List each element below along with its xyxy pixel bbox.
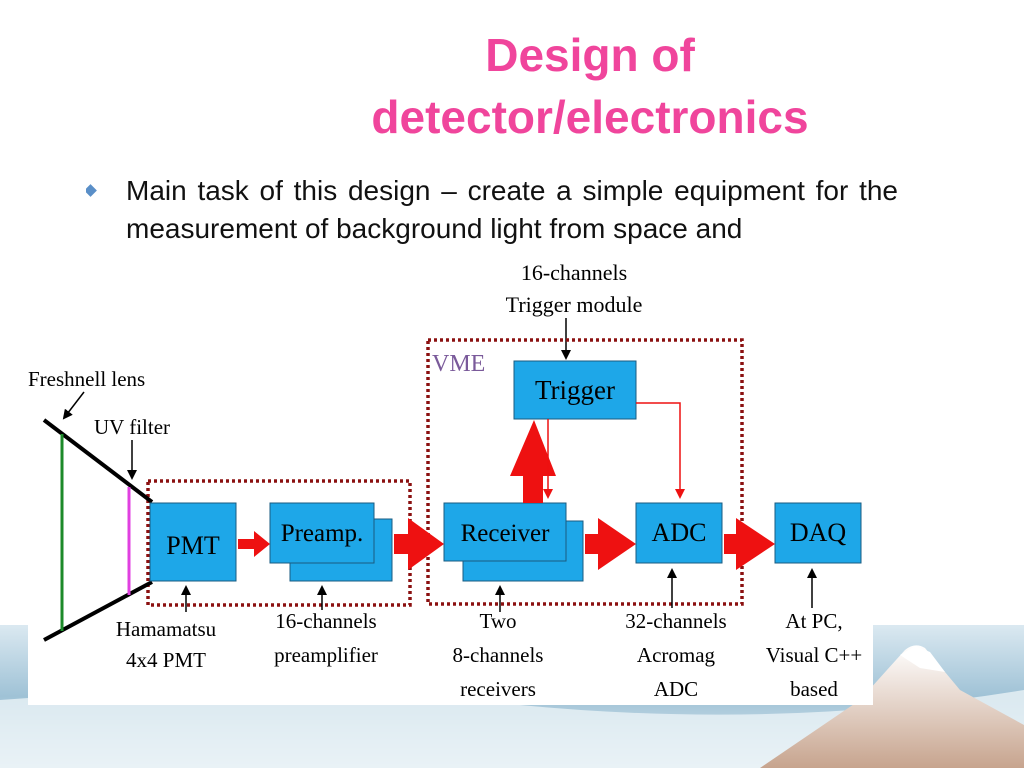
daq-caption-line-3: based <box>790 677 838 701</box>
adc-caption-line-1: 32-channels <box>625 609 726 633</box>
adc-box-label: ADC <box>652 518 707 547</box>
daq-caption-line-1: At PC, <box>785 609 842 633</box>
arrow-preamp-to-receiver <box>394 518 444 570</box>
trigger-box-label: Trigger <box>535 375 615 405</box>
arrow-receiver-to-adc <box>585 518 636 570</box>
preamp-box-label: Preamp. <box>281 520 364 547</box>
pmt-box-label: PMT <box>166 531 220 560</box>
trigger-module-label-2: Trigger module <box>506 292 643 317</box>
arrow-receiver-to-trigger <box>510 420 556 503</box>
mountain-ridge <box>900 646 945 672</box>
cone-upper-line <box>42 418 154 504</box>
trigger-to-adc-line <box>636 402 685 499</box>
adc-caption-line-3: ADC <box>654 677 698 701</box>
vme-frame <box>426 338 744 606</box>
mountain-shape <box>760 645 1024 768</box>
trigger-box <box>513 360 637 420</box>
pmt-caption-line-2: 4x4 PMT <box>126 648 206 672</box>
receiver-caption-line-2: 8-channels <box>453 643 544 667</box>
preamp-box <box>269 502 375 564</box>
receiver-caption-line-3: receivers <box>460 677 536 701</box>
daq-caption-line-2: Visual C++ <box>766 643 863 667</box>
vme-label: VME <box>432 351 485 377</box>
preamp-caption-line-1: 16-channels <box>275 609 376 633</box>
daq-box <box>774 502 862 564</box>
trigger-module-label-1: 16-channels <box>521 260 627 285</box>
daq-box-label: DAQ <box>790 518 847 547</box>
lens-label: Freshnell lens <box>28 367 145 391</box>
receiver-caption-line-1: Two <box>479 609 516 633</box>
slide-title: Design of detector/electronics <box>240 24 940 148</box>
adc-box <box>635 502 723 564</box>
pmt-box <box>149 502 237 582</box>
arrow-pmt-to-preamp <box>238 531 270 557</box>
diamond-bullet-icon <box>86 184 97 197</box>
title-line-2: detector/electronics <box>371 91 809 143</box>
pmt-caption-line-1: Hamamatsu <box>116 617 217 641</box>
preamp-caption-line-2: preamplifier <box>274 643 378 667</box>
lens-label-arrow <box>62 391 85 420</box>
arrow-adc-to-daq <box>724 518 775 570</box>
sea-wave <box>0 690 1024 768</box>
receiver-box <box>443 502 567 562</box>
bullet-text: Main task of this design – create a simp… <box>126 175 898 244</box>
block-diagram: 16-channels Trigger module VME Freshnell… <box>28 258 873 705</box>
bullet-list: Main task of this design – create a simp… <box>86 172 898 258</box>
title-line-1: Design of <box>485 29 695 81</box>
receiver-box-label: Receiver <box>461 520 551 547</box>
adc-caption-line-2: Acromag <box>637 643 716 667</box>
filter-label: UV filter <box>94 415 170 439</box>
